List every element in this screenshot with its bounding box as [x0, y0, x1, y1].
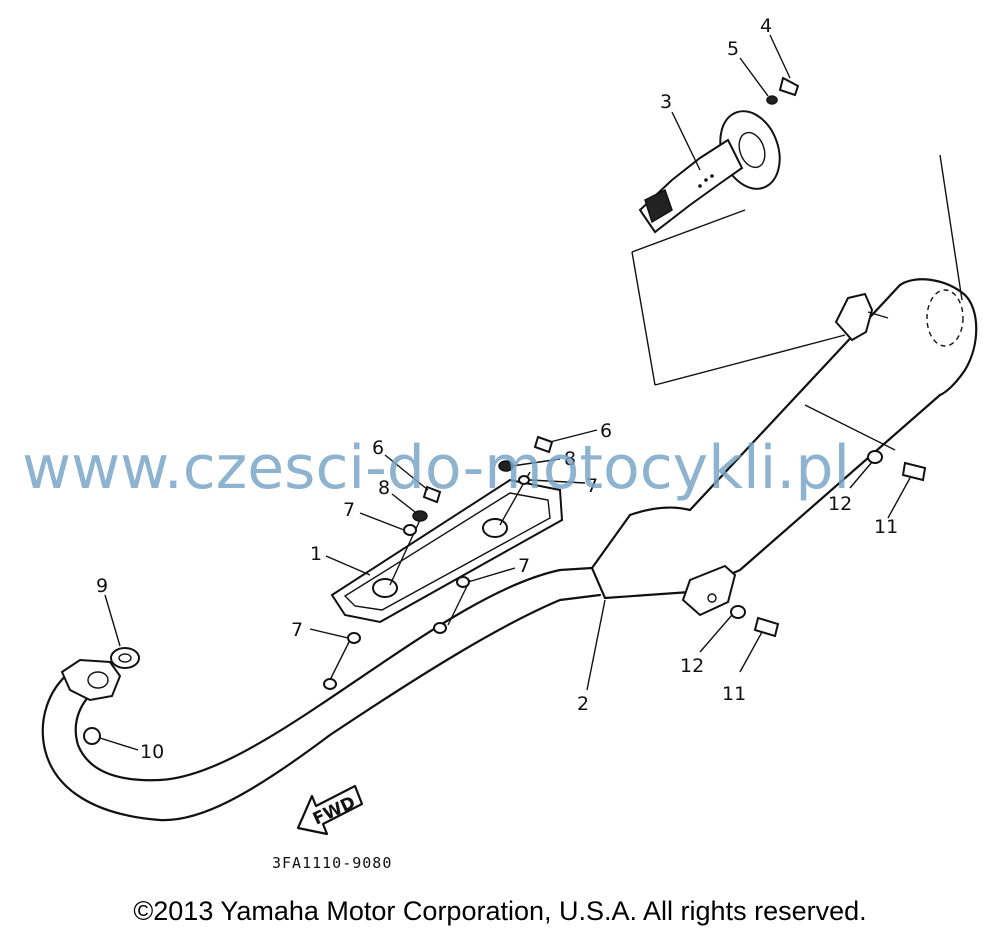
fwd-label: FWD	[310, 793, 359, 830]
callout-11-lower: 11	[722, 683, 746, 705]
callout-11-upper: 11	[874, 516, 898, 538]
callout-7-middle: 7	[518, 555, 530, 577]
callout-12-lower: 12	[680, 655, 704, 677]
callout-9: 9	[96, 575, 108, 597]
callout-6-left: 6	[372, 437, 384, 459]
diagram-code: 3FA1110-9080	[272, 854, 392, 872]
callout-10: 10	[140, 741, 164, 763]
callout-7-upper-left: 7	[343, 499, 355, 521]
exhaust-pipe	[41, 513, 692, 822]
callout-5: 5	[727, 38, 739, 60]
callout-1: 1	[310, 543, 322, 565]
leader-lines	[99, 34, 911, 751]
callout-7-right: 7	[586, 475, 598, 497]
callout-3: 3	[660, 91, 672, 113]
callout-7-lower: 7	[291, 619, 303, 641]
fwd-arrow: FWD	[296, 784, 364, 836]
callout-2: 2	[577, 693, 589, 715]
callout-8-left: 8	[378, 477, 390, 499]
heat-protector	[329, 471, 564, 681]
callout-12-upper: 12	[828, 493, 852, 515]
watermark: www.czesci-do-motocykli.pl	[22, 433, 850, 503]
callout-labels: 4 5 3 6 8 7 6 8 7 1 7 7 9 10 2 12 11 12 …	[96, 15, 898, 763]
copyright-notice: ©2013 Yamaha Motor Corporation, U.S.A. A…	[133, 896, 867, 926]
assembly-lines	[631, 154, 963, 451]
callout-8-right: 8	[564, 448, 576, 470]
callout-4: 4	[760, 15, 772, 37]
callout-6-right: 6	[600, 420, 612, 442]
tail-pipe-insert	[638, 110, 781, 234]
hardware	[110, 76, 927, 690]
